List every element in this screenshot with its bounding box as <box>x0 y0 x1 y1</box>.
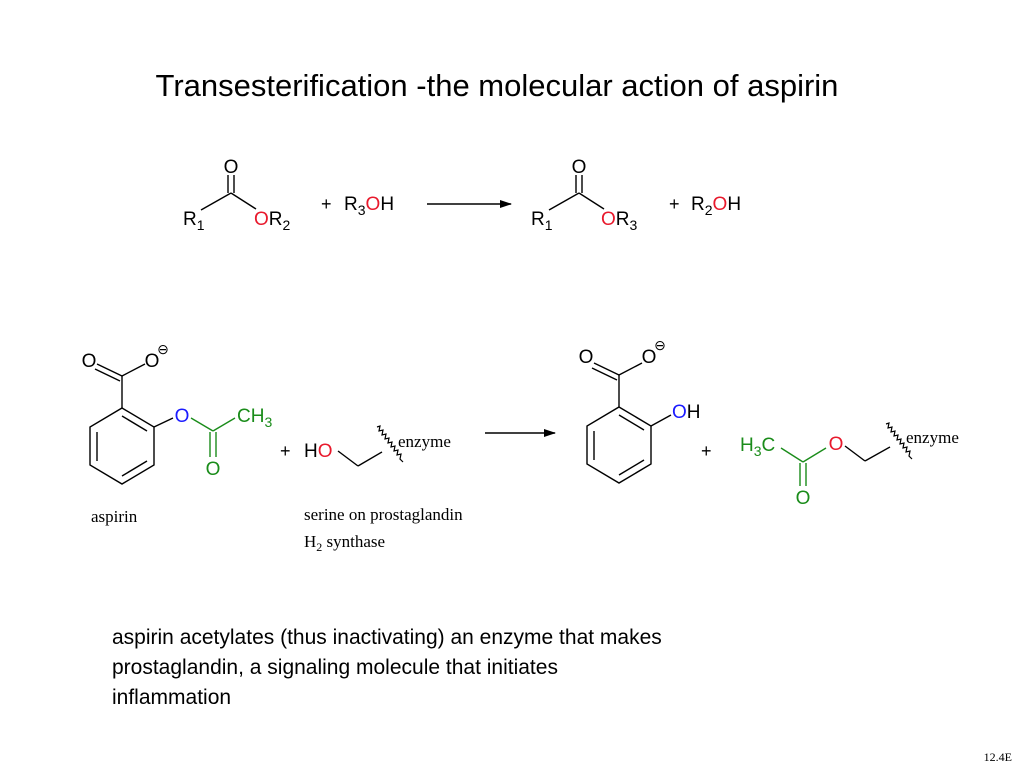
slide-caption: aspirin acetylates (thus inactivating) a… <box>112 623 832 713</box>
ester-oxygen-r2-label: OR2 <box>254 209 291 233</box>
methyl-label: H3C <box>740 435 775 459</box>
phenol-hydroxyl-label: OH <box>672 402 701 423</box>
plus-sign: + <box>321 194 332 214</box>
carboxylate-oxygen-label: O <box>82 351 97 372</box>
salicylate-structure: O O ⊖ OH <box>579 337 701 484</box>
serine-description: serine on prostaglandin <box>304 505 463 524</box>
acetylated-serine-structure: H3C O O enzyme <box>740 422 959 509</box>
carbonyl-oxygen-label: O <box>572 157 587 178</box>
carboxylate-oxygen-label: O <box>145 351 160 372</box>
acetyl-carbonyl-oxygen-label: O <box>796 488 811 509</box>
r3oh-alcohol-label: R3OH <box>344 194 394 218</box>
enzyme-label: enzyme <box>906 428 959 447</box>
serine-hydroxyl-label: HO <box>304 441 333 462</box>
general-reactant-ester: O R1 OR2 <box>183 157 291 233</box>
carbonyl-oxygen-label: O <box>224 157 239 178</box>
slide-number: 12.4E <box>983 750 1012 764</box>
serine-structure: HO enzyme <box>304 425 451 467</box>
plus-sign: + <box>701 441 712 461</box>
slide-title: Transesterification -the molecular actio… <box>155 68 839 103</box>
aspirin-label: aspirin <box>91 507 138 526</box>
methyl-label: CH3 <box>237 406 272 430</box>
plus-sign: + <box>280 441 291 461</box>
caption-line: inflammation <box>112 686 232 709</box>
r1-label: R1 <box>183 209 205 233</box>
acetyl-carbonyl-oxygen-label: O <box>206 459 221 480</box>
negative-charge-icon: ⊖ <box>157 341 169 357</box>
negative-charge-icon: ⊖ <box>654 337 666 353</box>
aspirin-structure: O O ⊖ O O CH3 <box>82 341 272 485</box>
r1-label: R1 <box>531 209 553 233</box>
general-product-ester: O R1 OR3 <box>531 157 638 233</box>
r2oh-alcohol-label: R2OH <box>691 194 741 218</box>
ester-oxygen-label: O <box>175 406 190 427</box>
ester-oxygen-label: O <box>829 434 844 455</box>
caption-line: prostaglandin, a signaling molecule that… <box>112 656 558 679</box>
caption-line: aspirin acetylates (thus inactivating) a… <box>112 626 662 649</box>
plus-sign: + <box>669 194 680 214</box>
ester-oxygen-r3-label: OR3 <box>601 209 638 233</box>
enzyme-label: enzyme <box>398 432 451 451</box>
serine-description-synthase: H2 synthase <box>304 532 385 554</box>
carboxylate-oxygen-label: O <box>579 347 594 368</box>
carboxylate-oxygen-label: O <box>642 347 657 368</box>
